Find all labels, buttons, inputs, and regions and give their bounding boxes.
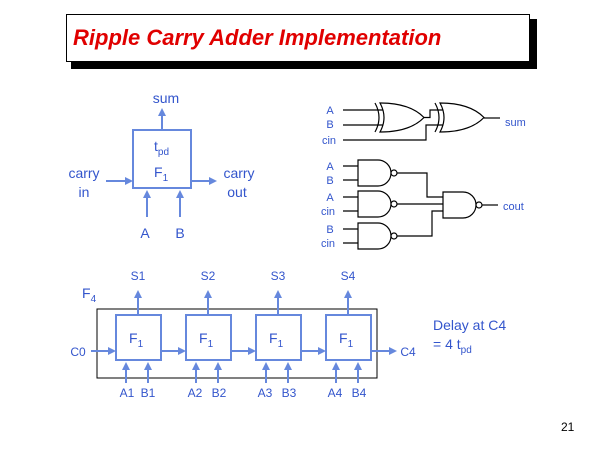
c4-label: C4 [400, 345, 416, 359]
stage-3: F1 S3 A3 B3 [255, 269, 302, 400]
block-function-label: F1 [154, 164, 169, 184]
nand1-gate [357, 159, 392, 187]
carry-input-cin2: cin [321, 238, 335, 250]
page-number: 21 [561, 420, 575, 434]
stage-3-func: F1 [269, 330, 284, 350]
f4-label: F4 [82, 285, 97, 305]
stage-3-b-label: B3 [282, 386, 297, 400]
carry-input-cin1: cin [321, 206, 335, 218]
f4-outer-box [96, 308, 378, 379]
delay-note: Delay at C4 = 4 tpd [433, 317, 506, 356]
stage-3-sum-label: S3 [271, 269, 286, 283]
cin-wire [343, 124, 443, 141]
xor1-back-curve [374, 102, 380, 133]
c0-label: C0 [70, 345, 86, 359]
sum-input-b: B [326, 119, 333, 131]
carry-in-label-2: in [79, 184, 90, 200]
stage-1-sum-label: S1 [131, 269, 146, 283]
stage-4-box [325, 314, 372, 361]
xor2-back-curve [434, 102, 440, 133]
stage-4-a-label: A4 [328, 386, 343, 400]
nand4-gate [442, 191, 477, 219]
carry-input-b1: B [326, 175, 333, 187]
carry-out-label-2: out [227, 184, 247, 200]
nand3-gate [357, 222, 392, 250]
stage-2-func: F1 [199, 330, 214, 350]
xor1-gate [378, 102, 425, 133]
stage-4: F1 S4 A4 B4 [325, 269, 372, 400]
stage-1-b-label: B1 [141, 386, 156, 400]
block-input-a-label: A [140, 225, 150, 241]
stage-1: F1 S1 A1 B1 [115, 269, 162, 400]
sum-input-a: A [326, 105, 334, 117]
nand2-gate [357, 190, 392, 218]
stage-4-b-label: B4 [352, 386, 367, 400]
nand-output-wires [397, 172, 443, 237]
delay-note-line-2: = 4 tpd [433, 336, 472, 356]
nand1-input-wires [343, 165, 358, 181]
sum-circuit: A B cin sum [322, 102, 526, 147]
full-adder-box [132, 129, 192, 189]
carry-in-label-1: carry [68, 165, 99, 181]
ripple-chain: F4 C0 F1 S1 A1 B1 F1 S2 A2 B2 [70, 269, 416, 400]
cout-output-label: cout [503, 201, 524, 213]
stage-1-func: F1 [129, 330, 144, 350]
xor1-output-wire [424, 109, 443, 119]
sum-input-wires [343, 109, 383, 126]
block-sum-label: sum [153, 90, 179, 106]
sum-output-label: sum [505, 117, 526, 129]
nand2-input-wires [343, 196, 358, 212]
page-title: Ripple Carry Adder Implementation [73, 25, 442, 50]
stage-3-box [255, 314, 302, 361]
carry-out-label-1: carry [223, 165, 254, 181]
stage-1-a-label: A1 [120, 386, 135, 400]
block-input-b-label: B [175, 225, 184, 241]
nand4-bubble [475, 201, 483, 209]
title-box: Ripple Carry Adder Implementation [66, 14, 530, 62]
stage-2-a-label: A2 [188, 386, 203, 400]
carry-circuit: A B A cin B cin cout [321, 159, 524, 250]
block-delay-label: tpd [154, 138, 169, 158]
stage-2: F1 S2 A2 B2 [185, 269, 232, 400]
sum-input-cin: cin [322, 135, 336, 147]
carry-input-a1: A [326, 161, 334, 173]
full-adder-block: sum tpd F1 carry in carry out A B [68, 90, 254, 241]
nand1-bubble [390, 169, 398, 177]
stage-4-sum-label: S4 [341, 269, 356, 283]
xor2-gate [438, 102, 485, 133]
carry-input-a2: A [326, 192, 334, 204]
nand3-input-wires [343, 228, 358, 244]
delay-note-line-1: Delay at C4 [433, 317, 506, 333]
stage-1-box [115, 314, 162, 361]
stage-2-sum-label: S2 [201, 269, 216, 283]
nand3-bubble [390, 232, 398, 240]
stage-2-box [185, 314, 232, 361]
stage-2-b-label: B2 [212, 386, 227, 400]
nand2-bubble [390, 200, 398, 208]
carry-input-b2: B [326, 224, 333, 236]
stage-3-a-label: A3 [258, 386, 273, 400]
stage-4-func: F1 [339, 330, 354, 350]
